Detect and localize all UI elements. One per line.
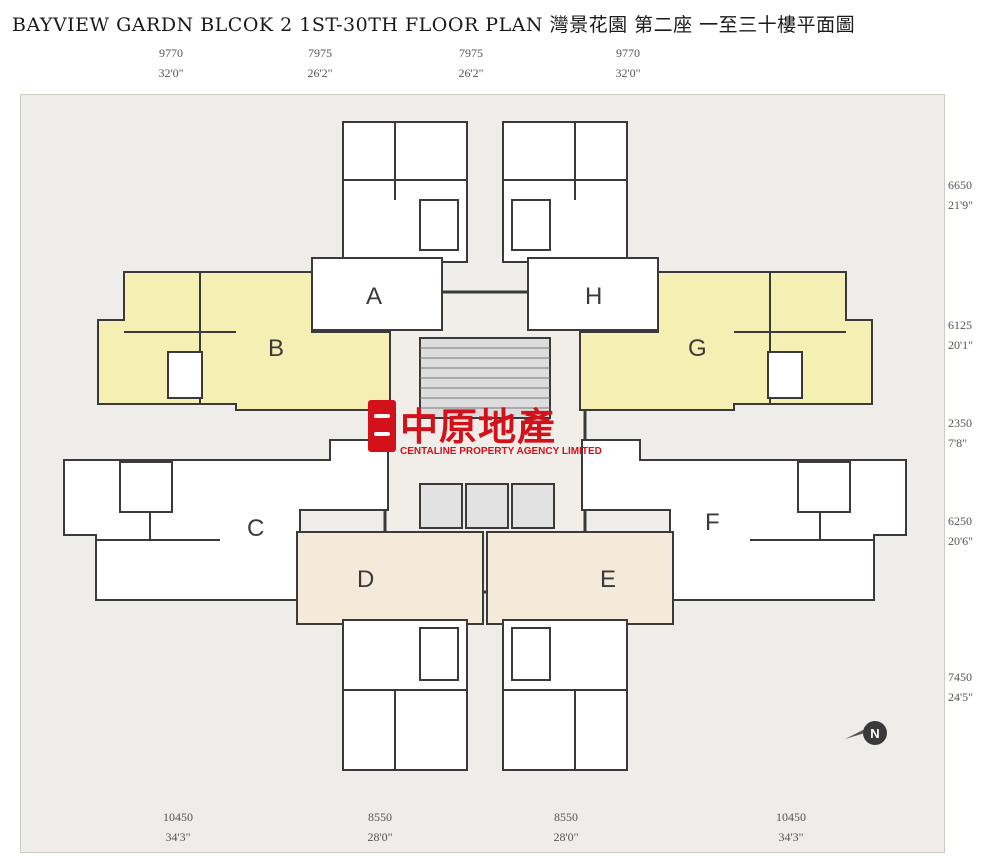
dimension-mm: 6125 [948, 318, 972, 332]
dimension-mm: 7975 [459, 46, 483, 60]
lift-2 [465, 483, 509, 529]
dimension-ft: 34'3" [165, 830, 191, 844]
dimension-right-5: 7450 24'5" [948, 670, 998, 704]
unit-label-c: C [247, 515, 264, 542]
dimension-ft: 21'9" [948, 198, 974, 212]
plan-title: BAYVIEW GARDN BLCOK 2 1ST-30TH FLOOR PLA… [12, 14, 856, 36]
compass-letter: N [870, 726, 879, 741]
unit-label-a: A [366, 283, 382, 310]
dimension-ft: 20'1" [948, 338, 974, 352]
plan-walls [63, 121, 907, 771]
unit-label-g: G [688, 335, 707, 362]
dimension-ft: 34'3" [778, 830, 804, 844]
centaline-logo: 中原地產 CENTALINE PROPERTY AGENCY LIMITED [368, 398, 608, 464]
dimension-ft: 28'0" [367, 830, 393, 844]
lift-3 [511, 483, 555, 529]
dimension-ft: 20'6" [948, 534, 974, 548]
unit-a-living [311, 257, 443, 331]
dimension-mm: 10450 [163, 810, 193, 824]
unit-h-living [527, 257, 659, 331]
centaline-mark-icon [368, 400, 396, 452]
unit-label-h: H [585, 283, 602, 310]
unit-a-bathroom [419, 199, 459, 251]
unit-b-bathroom [167, 351, 203, 399]
dimension-ft: 7'8" [948, 436, 968, 450]
dimension-mm: 8550 [368, 810, 392, 824]
lift-1 [419, 483, 463, 529]
logo-chinese-text: 中原地產 [400, 405, 557, 449]
dimension-bottom-3: 8550 28'0" [531, 810, 601, 844]
unit-label-f: F [705, 509, 720, 536]
dimension-ft: 32'0" [158, 66, 184, 80]
dimension-bottom-1: 10450 34'3" [143, 810, 213, 844]
dimension-top-3: 7975 26'2" [436, 46, 506, 80]
dimension-bottom-2: 8550 28'0" [345, 810, 415, 844]
dimension-ft: 24'5" [948, 690, 974, 704]
unit-d-bathroom [419, 627, 459, 681]
dimension-right-3: 2350 7'8" [948, 416, 998, 450]
unit-d-living [296, 531, 484, 625]
north-compass-icon: N [845, 721, 887, 745]
dimension-mm: 9770 [159, 46, 183, 60]
dimension-top-2: 7975 26'2" [285, 46, 355, 80]
dimension-mm: 8550 [554, 810, 578, 824]
dimension-bottom-4: 10450 34'3" [756, 810, 826, 844]
dimension-ft: 32'0" [615, 66, 641, 80]
dimension-mm: 7975 [308, 46, 332, 60]
dimension-ft: 26'2" [307, 66, 333, 80]
dimension-ft: 28'0" [553, 830, 579, 844]
dimension-mm: 6250 [948, 514, 972, 528]
dimension-mm: 7450 [948, 670, 972, 684]
dimension-mm: 6650 [948, 178, 972, 192]
unit-e-bathroom [511, 627, 551, 681]
dimension-mm: 9770 [616, 46, 640, 60]
dimension-top-4: 9770 32'0" [593, 46, 663, 80]
unit-g-bathroom [767, 351, 803, 399]
dimension-mm: 10450 [776, 810, 806, 824]
unit-label-b: B [268, 335, 284, 362]
unit-c-bathroom [119, 461, 173, 513]
unit-f-bathroom [797, 461, 851, 513]
unit-label-d: D [357, 566, 374, 593]
dimension-right-4: 6250 20'6" [948, 514, 998, 548]
unit-h-bathroom [511, 199, 551, 251]
dimension-mm: 2350 [948, 416, 972, 430]
dimension-top-1: 9770 32'0" [136, 46, 206, 80]
unit-e-living [486, 531, 674, 625]
stair-treads [420, 347, 550, 409]
logo-english-text: CENTALINE PROPERTY AGENCY LIMITED [400, 446, 602, 457]
dimension-right-1: 6650 21'9" [948, 178, 998, 212]
dimension-ft: 26'2" [458, 66, 484, 80]
dimension-right-2: 6125 20'1" [948, 318, 998, 352]
unit-label-e: E [600, 566, 616, 593]
